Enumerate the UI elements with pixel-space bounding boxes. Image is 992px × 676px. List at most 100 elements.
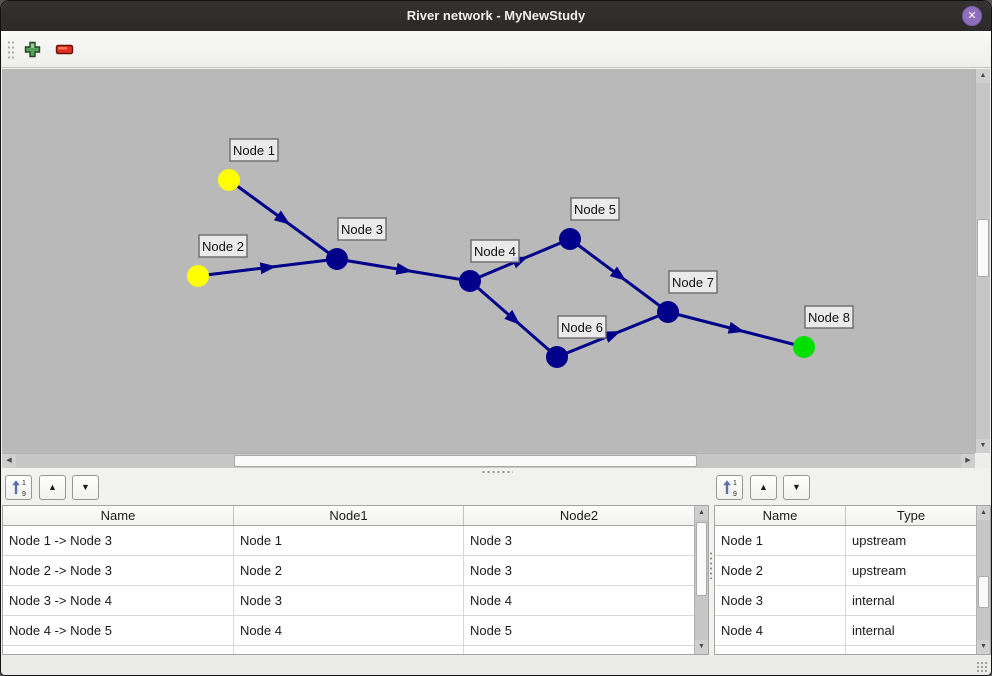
- nodes-table-scrollbar[interactable]: ▲ ▼: [976, 506, 990, 654]
- remove-node-button[interactable]: [53, 38, 75, 60]
- scroll-down-button[interactable]: ▼: [976, 439, 990, 453]
- node-label: Node 5: [574, 202, 616, 217]
- edge-arrow-icon: [609, 266, 627, 281]
- close-icon: ✕: [967, 10, 977, 22]
- column-header[interactable]: Name: [715, 506, 846, 525]
- cell: [715, 646, 846, 654]
- vertical-splitter[interactable]: [709, 551, 714, 579]
- node-label-box: [804, 305, 854, 329]
- node-label: Node 6: [561, 320, 603, 335]
- splitter-handle-icon: [481, 470, 513, 474]
- horizontal-splitter[interactable]: [1, 468, 991, 476]
- scroll-down-button[interactable]: ▼: [695, 640, 708, 654]
- add-node-button[interactable]: [21, 38, 43, 60]
- cell: upstream: [852, 563, 907, 578]
- scroll-up-button[interactable]: ▲: [977, 506, 990, 520]
- table-row-partial: [3, 646, 694, 654]
- nodes-scroll-thumb[interactable]: [978, 576, 989, 608]
- table-row[interactable]: Node 1 upstream: [715, 526, 976, 556]
- links-move-up-button[interactable]: ▲: [39, 475, 66, 500]
- node-label: Node 7: [672, 275, 714, 290]
- node-label-box: [470, 239, 520, 263]
- main-toolbar: [1, 31, 991, 68]
- node-node-3[interactable]: [326, 248, 348, 270]
- sort-icon: 1 9: [12, 480, 26, 497]
- column-header[interactable]: Node1: [234, 506, 464, 525]
- cell: Node 4: [715, 616, 846, 645]
- scroll-up-button[interactable]: ▲: [695, 506, 708, 520]
- links-table-header: Name Node1 Node2: [3, 506, 694, 526]
- links-move-down-button[interactable]: ▼: [72, 475, 99, 500]
- scroll-right-icon: ▶: [965, 457, 971, 464]
- scroll-right-button[interactable]: ▶: [961, 454, 975, 468]
- cell: Node 3: [715, 586, 846, 615]
- nodes-move-down-button[interactable]: ▼: [783, 475, 810, 500]
- cell: Node 5: [470, 623, 512, 638]
- nodes-sort-button[interactable]: 1 9: [716, 475, 743, 500]
- resize-grip-icon[interactable]: [976, 661, 987, 672]
- scroll-down-icon: ▼: [698, 643, 705, 650]
- canvas-horizontal-scrollbar[interactable]: ◀ ▶: [2, 453, 975, 468]
- node-label-box: [198, 234, 248, 258]
- cell: [3, 646, 234, 654]
- cell: Node 3: [470, 563, 512, 578]
- scroll-up-icon: ▲: [979, 72, 987, 79]
- cell: [464, 646, 694, 654]
- node-node-7[interactable]: [657, 301, 679, 323]
- node-label: Node 3: [341, 222, 383, 237]
- node-node-5[interactable]: [559, 228, 581, 250]
- table-row[interactable]: Node 4 -> Node 5 Node 4 Node 5: [3, 616, 694, 646]
- window-title: River network - MyNewStudy: [406, 8, 586, 23]
- cell: Node 2 -> Node 3: [3, 556, 234, 585]
- table-row[interactable]: Node 1 -> Node 3 Node 1 Node 3: [3, 526, 694, 556]
- column-header[interactable]: Name: [3, 506, 234, 525]
- links-sort-button[interactable]: 1 9: [5, 475, 32, 500]
- close-button[interactable]: ✕: [962, 6, 982, 26]
- cell: Node 3: [234, 586, 464, 615]
- svg-text:1: 1: [22, 480, 26, 487]
- nodes-table-header: Name Type: [715, 506, 976, 526]
- node-node-6[interactable]: [546, 346, 568, 368]
- cell: internal: [852, 593, 895, 608]
- toolbar-drag-handle[interactable]: [7, 40, 15, 60]
- plus-icon: [24, 41, 40, 57]
- down-triangle-icon: ▼: [792, 482, 801, 492]
- svg-text:9: 9: [22, 491, 26, 497]
- column-header[interactable]: Node2: [559, 508, 599, 523]
- nodes-move-up-button[interactable]: ▲: [750, 475, 777, 500]
- links-scroll-thumb[interactable]: [696, 522, 707, 596]
- cell: Node 3 -> Node 4: [3, 586, 234, 615]
- node-node-1[interactable]: [218, 169, 240, 191]
- cell: [234, 646, 464, 654]
- node-node-8[interactable]: [793, 336, 815, 358]
- node-node-4[interactable]: [459, 270, 481, 292]
- table-row[interactable]: Node 2 -> Node 3 Node 2 Node 3: [3, 556, 694, 586]
- canvas-vertical-scrollbar[interactable]: ▲ ▼: [975, 69, 990, 453]
- cell: [846, 646, 976, 654]
- links-table-scrollbar[interactable]: ▲ ▼: [694, 506, 708, 654]
- scroll-left-icon: ◀: [6, 457, 12, 464]
- svg-text:9: 9: [733, 491, 737, 497]
- node-label: Node 1: [233, 143, 275, 158]
- table-row[interactable]: Node 3 -> Node 4 Node 3 Node 4: [3, 586, 694, 616]
- column-header[interactable]: Type: [896, 508, 926, 523]
- node-node-2[interactable]: [187, 265, 209, 287]
- edge-arrow-icon: [504, 309, 521, 325]
- cell: Node 1: [715, 526, 846, 555]
- table-row[interactable]: Node 2 upstream: [715, 556, 976, 586]
- table-row[interactable]: Node 3 internal: [715, 586, 976, 616]
- cell: Node 3: [470, 533, 512, 548]
- minus-icon: [55, 44, 73, 54]
- node-label-box: [229, 138, 279, 162]
- scroll-down-button[interactable]: ▼: [977, 640, 990, 654]
- scroll-up-button[interactable]: ▲: [976, 69, 990, 83]
- scroll-left-button[interactable]: ◀: [2, 454, 16, 468]
- canvas-vscroll-thumb[interactable]: [977, 219, 989, 277]
- canvas-hscroll-thumb[interactable]: [234, 455, 697, 467]
- up-triangle-icon: ▲: [48, 482, 57, 492]
- table-row[interactable]: Node 4 internal: [715, 616, 976, 646]
- up-triangle-icon: ▲: [759, 482, 768, 492]
- scrollbar-corner: [975, 453, 991, 468]
